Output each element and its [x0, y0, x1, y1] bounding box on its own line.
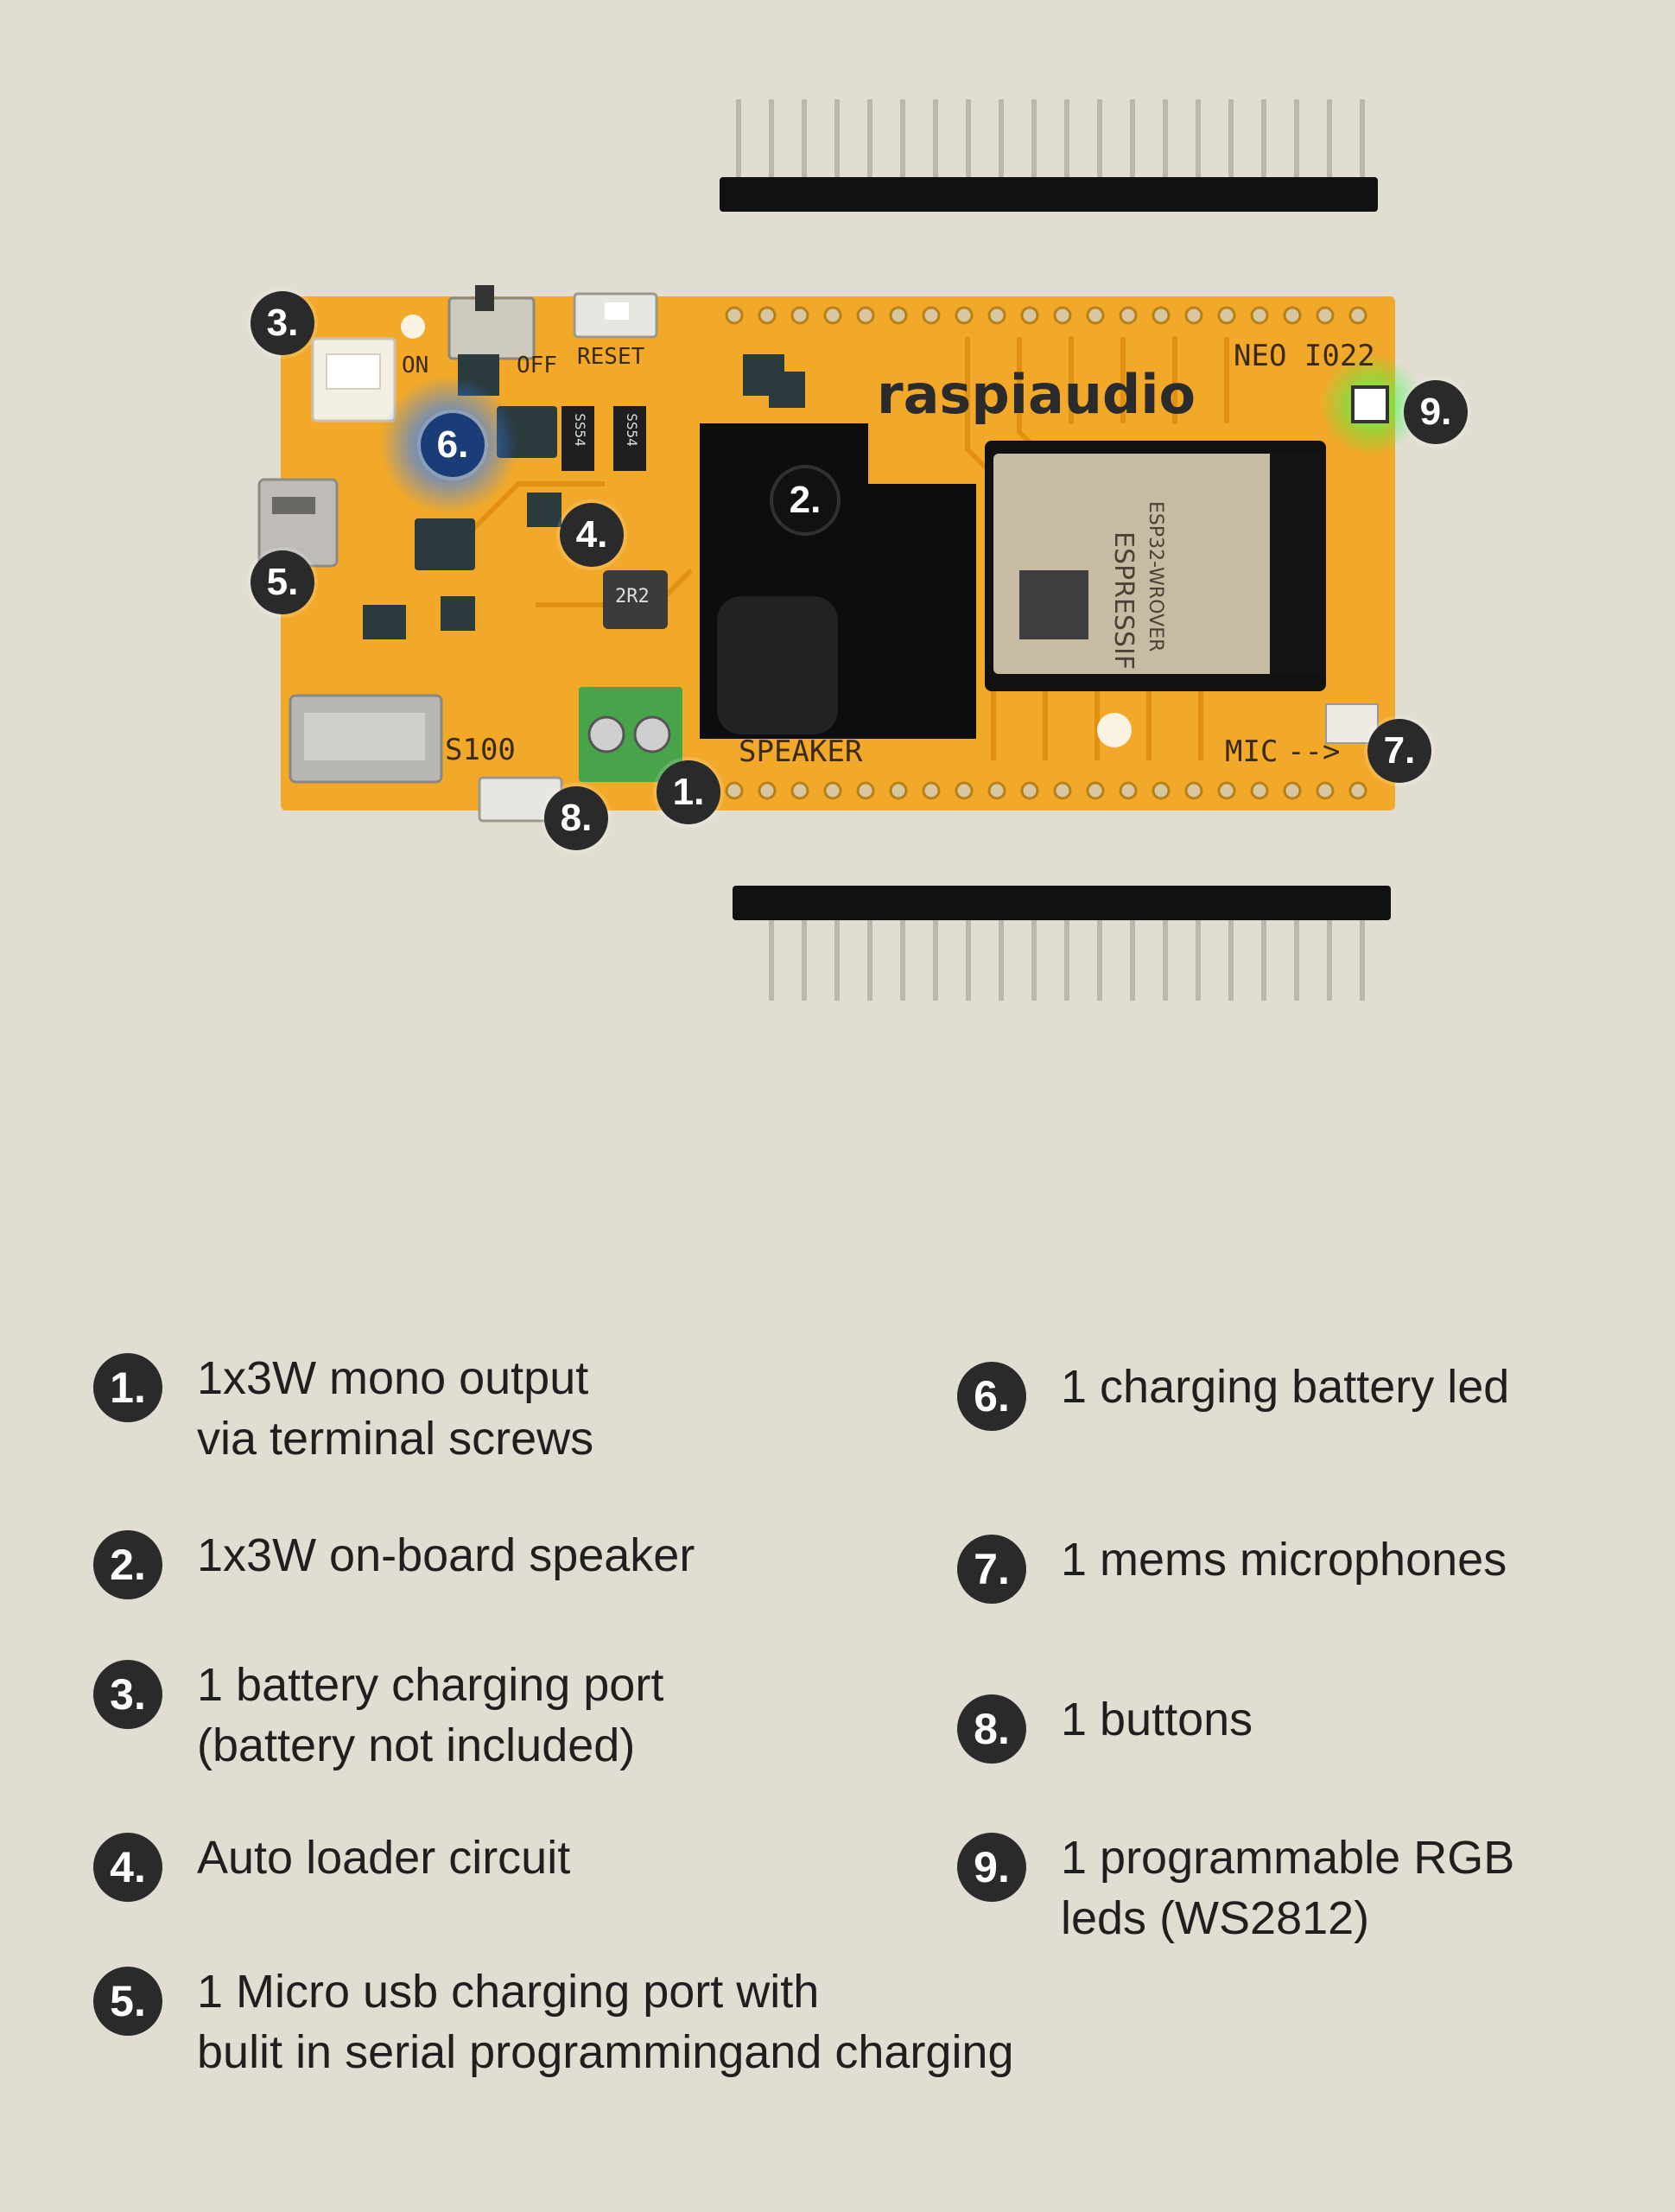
marker-4: 4. [560, 503, 624, 567]
legend-text: Auto loader circuit [197, 1827, 570, 1888]
legend: 1. 1x3W mono output via terminal screws … [0, 1296, 1675, 2160]
legend-line: 1 buttons [1061, 1694, 1253, 1745]
legend-item-7: 7. 1 mems microphones [957, 1529, 1507, 1604]
legend-number: 4. [93, 1833, 162, 1902]
legend-number: 9. [957, 1833, 1026, 1902]
mic-arrow: --> [1287, 734, 1341, 769]
module-model: ESP32-WROVER [1145, 501, 1166, 652]
board-figure: raspiaudio NEO I022 SPEAKER MIC --> ON O… [251, 99, 1468, 1001]
off-label: OFF [517, 353, 557, 378]
legend-line: leds (WS2812) [1061, 1892, 1370, 1944]
legend-text: 1x3W on-board speaker [197, 1525, 695, 1586]
mic-label: MIC [1225, 734, 1278, 769]
legend-number: 1. [93, 1353, 162, 1422]
microphone [1325, 703, 1379, 744]
legend-line: 1 mems microphones [1061, 1534, 1507, 1586]
sd-card-slot [289, 694, 443, 784]
brand-logo: raspiaudio [877, 363, 1196, 426]
legend-text: 1 battery charging port (battery not inc… [197, 1655, 663, 1776]
bottom-pin-header [733, 886, 1391, 1001]
legend-item-2: 2. 1x3W on-board speaker [93, 1525, 695, 1599]
top-pin-header [720, 99, 1378, 212]
legend-line: 1 charging battery led [1061, 1361, 1510, 1413]
legend-text: 1 buttons [1061, 1689, 1253, 1750]
micro-usb-port [257, 478, 339, 568]
legend-item-4: 4. Auto loader circuit [93, 1827, 570, 1902]
marker-5: 5. [251, 550, 314, 614]
legend-line: 1x3W mono output [197, 1352, 589, 1404]
terminal-block [579, 687, 682, 782]
legend-number: 5. [93, 1967, 162, 2036]
legend-item-3: 3. 1 battery charging port (battery not … [93, 1655, 663, 1776]
legend-text: 1x3W mono output via terminal screws [197, 1348, 593, 1469]
legend-item-5: 5. 1 Micro usb charging port with bulit … [93, 1961, 1014, 2082]
legend-text: 1 Micro usb charging port with bulit in … [197, 1961, 1014, 2082]
legend-line: 1x3W on-board speaker [197, 1529, 695, 1581]
legend-number: 7. [957, 1535, 1026, 1604]
model-label: NEO I022 [1234, 339, 1375, 373]
legend-line: bulit in serial programmingand charging [197, 2026, 1014, 2078]
reset-label: RESET [577, 344, 645, 370]
ss54-label-a: SS54 [571, 413, 588, 447]
speaker-label: SPEAKER [739, 734, 863, 769]
marker-3: 3. [251, 291, 314, 355]
legend-item-9: 9. 1 programmable RGB leds (WS2812) [957, 1827, 1514, 1948]
legend-number: 8. [957, 1694, 1026, 1764]
rgb-led [1320, 353, 1424, 456]
speaker [700, 423, 976, 739]
module-brand: ESPRESSIF [1108, 531, 1139, 671]
legend-item-1: 1. 1x3W mono output via terminal screws [93, 1348, 593, 1469]
s100-label: S100 [445, 733, 516, 767]
legend-text: 1 mems microphones [1061, 1529, 1507, 1590]
marker-1: 1. [657, 760, 720, 824]
legend-number: 3. [93, 1660, 162, 1729]
legend-item-8: 8. 1 buttons [957, 1689, 1253, 1764]
power-switch [447, 285, 536, 360]
legend-text: 1 charging battery led [1061, 1357, 1509, 1417]
marker-8: 8. [544, 786, 608, 850]
board-illustration [257, 99, 1424, 1001]
reset-switch [573, 292, 658, 339]
esp32-module [985, 441, 1326, 691]
marker-9: 9. [1404, 380, 1468, 444]
marker-7: 7. [1367, 719, 1431, 783]
battery-connector [311, 337, 397, 423]
on-label: ON [402, 353, 429, 378]
marker-6: 6. [421, 413, 485, 477]
diodes [562, 406, 646, 471]
legend-line: (battery not included) [197, 1719, 636, 1771]
legend-number: 2. [93, 1530, 162, 1599]
legend-line: Auto loader circuit [197, 1832, 571, 1884]
legend-item-6: 6. 1 charging battery led [957, 1357, 1509, 1431]
legend-line: via terminal screws [197, 1413, 594, 1465]
legend-line: 1 programmable RGB [1061, 1832, 1515, 1884]
ss54-label-b: SS54 [623, 413, 640, 447]
marker-2: 2. [773, 468, 837, 532]
legend-line: 1 battery charging port [197, 1659, 664, 1711]
legend-text: 1 programmable RGB leds (WS2812) [1061, 1827, 1514, 1948]
inductor [603, 570, 668, 629]
inductor-label: 2R2 [615, 586, 650, 607]
legend-number: 6. [957, 1362, 1026, 1431]
legend-line: 1 Micro usb charging port with [197, 1966, 820, 2018]
